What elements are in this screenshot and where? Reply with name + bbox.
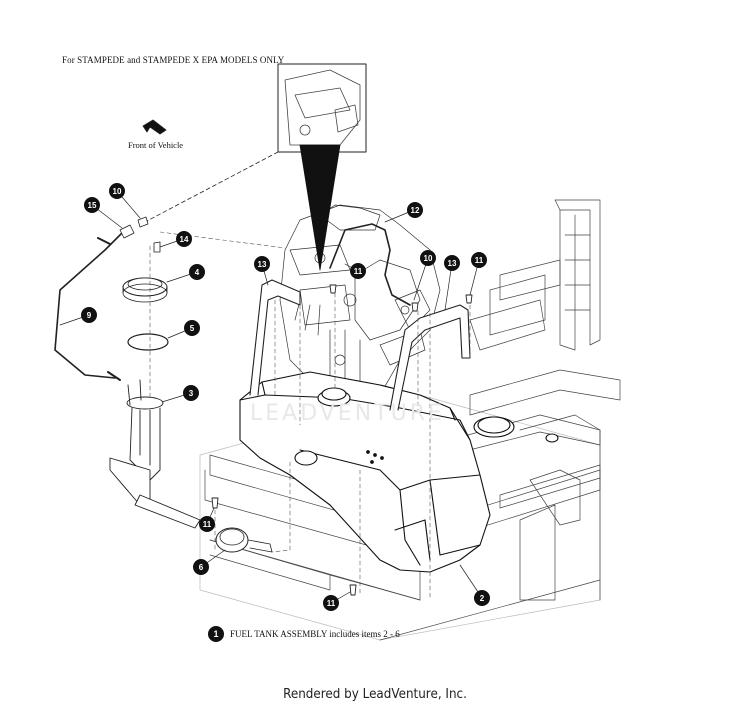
svg-text:14: 14 <box>180 235 189 244</box>
fuel-line-9 <box>54 229 126 379</box>
fuel-tank <box>239 371 559 573</box>
callout-10-right: 10 <box>420 250 436 266</box>
callout-11-left: 11 <box>199 516 215 532</box>
callout-9: 9 <box>81 307 97 323</box>
callout-3: 3 <box>183 385 199 401</box>
inset-detail <box>277 63 367 271</box>
callout-11-bottom: 11 <box>323 595 339 611</box>
svg-text:3: 3 <box>189 389 194 398</box>
engine <box>279 204 441 396</box>
front-of-vehicle-label: Front of Vehicle <box>128 140 183 150</box>
callout-11-right: 11 <box>471 252 487 268</box>
callout-14: 14 <box>176 231 192 247</box>
vehicle-frame <box>199 199 621 641</box>
svg-text:11: 11 <box>354 267 363 276</box>
svg-text:15: 15 <box>88 201 97 210</box>
fuel-pump <box>109 379 201 529</box>
ring-nut <box>122 277 168 303</box>
rendered-by-footer: Rendered by LeadVenture, Inc. <box>283 687 467 702</box>
fuel-line-12 <box>329 223 411 306</box>
svg-text:4: 4 <box>195 268 200 277</box>
callout-12: 12 <box>407 202 423 218</box>
legend-text: FUEL TANK ASSEMBLY includes items 2 - 6 <box>230 629 400 639</box>
callout-11-engine: 11 <box>350 263 366 279</box>
svg-text:9: 9 <box>87 311 92 320</box>
fittings <box>119 216 161 253</box>
legend-callout: 1 <box>208 626 224 642</box>
svg-text:11: 11 <box>327 599 336 608</box>
callout-10: 10 <box>109 183 125 199</box>
svg-text:10: 10 <box>424 254 433 263</box>
watermark-text: LEADVENTURE <box>250 401 445 426</box>
callout-6: 6 <box>193 559 209 575</box>
callout-5: 5 <box>184 320 200 336</box>
svg-text:10: 10 <box>113 187 122 196</box>
svg-text:13: 13 <box>448 259 457 268</box>
diagram-heading: For STAMPEDE and STAMPEDE X EPA MODELS O… <box>62 55 285 65</box>
guide-lines <box>149 231 471 601</box>
svg-text:12: 12 <box>411 206 420 215</box>
svg-text:6: 6 <box>199 563 204 572</box>
svg-text:2: 2 <box>480 594 485 603</box>
front-arrow-icon <box>142 119 167 135</box>
svg-text:13: 13 <box>258 260 267 269</box>
callout-4: 4 <box>189 264 205 280</box>
svg-text:5: 5 <box>190 324 195 333</box>
callout-13-right: 13 <box>444 255 460 271</box>
o-ring <box>127 333 169 351</box>
svg-text:11: 11 <box>203 520 212 529</box>
callout-markers: 15 10 14 4 9 5 3 13 11 12 10 13 11 11 6 … <box>81 183 490 611</box>
callout-2: 2 <box>474 590 490 606</box>
fuel-cap <box>215 527 273 553</box>
svg-text:11: 11 <box>475 256 484 265</box>
callout-13-left: 13 <box>254 256 270 272</box>
callout-15: 15 <box>84 197 100 213</box>
bolts <box>211 284 473 596</box>
legend: 1 FUEL TANK ASSEMBLY includes items 2 - … <box>208 626 400 642</box>
